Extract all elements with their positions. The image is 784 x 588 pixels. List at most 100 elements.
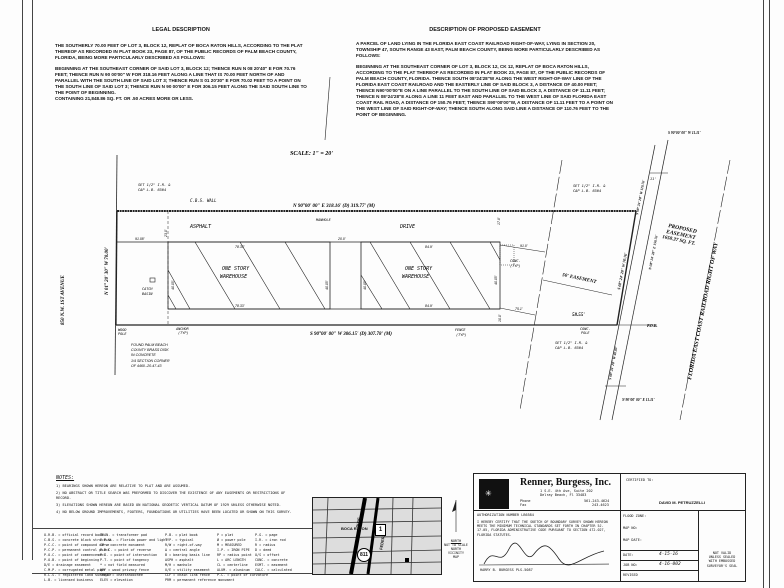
legend-entry: CHATT = chattahoochee	[100, 573, 143, 577]
legend-entry: ELEV = elevation	[100, 578, 133, 582]
conc-pole-label: CONC.	[580, 327, 591, 331]
manhole-label: MANHOLE	[315, 218, 332, 222]
dimension: 11'	[650, 177, 656, 181]
frame-line	[22, 0, 23, 560]
legend-entry: L = ARC LENGTH	[217, 558, 246, 562]
catch-basin-label: CATCH	[142, 287, 153, 291]
legend-entry: I.R. = iron rod	[255, 538, 286, 542]
svg-text:40.05': 40.05'	[171, 280, 175, 290]
surveyor-signature	[479, 542, 609, 566]
legend-entry: B = bearing basis line	[165, 553, 210, 557]
legend-entry: P.C. = point of curvature	[217, 573, 269, 577]
easement-description-para: A PARCEL OF LAND LYING IN THE FLORIDA EA…	[356, 41, 601, 58]
phone: 561-243-4624	[584, 499, 610, 503]
flood-zone-label: FLOOD ZONE:	[623, 514, 647, 518]
easement-50-line	[519, 159, 563, 411]
phone-label: Phone	[520, 499, 531, 503]
legend-entry: M = MEASURED	[217, 543, 242, 547]
legend-entry: CLF = chain link fence	[165, 573, 210, 577]
anchor-label: (TYP)	[178, 331, 189, 335]
legend-entry: CL = centerline	[217, 563, 248, 567]
warehouse-2	[360, 241, 501, 310]
legend-entry: Ø = power pole	[217, 538, 246, 542]
svg-text:40.05': 40.05'	[325, 280, 329, 290]
svg-text:78.33': 78.33'	[235, 245, 245, 249]
dimensions: 91.08' 78.33' 78.33' 20.0' 84.9' 84.9' 9…	[135, 217, 585, 322]
north-label: NORTH	[450, 539, 462, 543]
legend-entry: P.O.C. = point of commencement	[44, 553, 106, 557]
west-boundary	[115, 210, 118, 326]
survey-drawing: ASPHALT DRIVE ONE STORY WAREHOUSE ONE ST…	[61, 76, 731, 421]
map-no-label: MAP NO:	[623, 526, 638, 530]
west-bearing: N 01° 20' 30" W 70.00'	[105, 246, 110, 296]
authorization-number: AUTHORIZATION NUMBER LB6584	[477, 513, 534, 517]
legend-entry: O.R.B. = official record book	[44, 533, 104, 537]
note-item: 4) NO BELOW GROUND IMPROVEMENTS, FOOTERS…	[56, 510, 292, 514]
legend-entry: * = not field measured	[100, 563, 145, 567]
legend-entry: Δ = central angle	[165, 548, 200, 552]
svg-text:FOUND PALM BEACH: FOUND PALM BEACH	[131, 343, 168, 347]
legend-entry: C.B.S. = concrete block structure	[44, 538, 112, 542]
us-1-shield: 1	[375, 524, 386, 536]
fax: 243-4623	[592, 503, 609, 507]
legend-entry: P.C.P. = permanent control point	[44, 548, 110, 552]
svg-text:84.9': 84.9'	[425, 245, 433, 249]
railroad-label: FLORIDA EAST COAST RAILROAD RIGHT OF WAY	[687, 241, 720, 381]
note-item: 2) NO ABSTRACT OR TITLE SEARCH WAS PREFO…	[56, 491, 286, 500]
iron-rod-label: CAP L.B. 6504	[573, 189, 601, 193]
star-icon: ✳	[485, 489, 492, 498]
job-no-value: 4-16-002	[659, 562, 681, 567]
legal-description: LEGAL DESCRIPTION THE SOUTHERLY 70.00 FE…	[55, 27, 307, 102]
north-arrow: NORTH NOT TO SCALE NORTH VICINITY MAP	[443, 498, 469, 572]
note-item: 1) BEARINGS SHOWN HEREON ARE RELATIVE TO…	[56, 484, 191, 488]
legal-description-para: BEGINNING AT THE SOUTHEAST CORNER OF SAI…	[55, 66, 307, 95]
legal-description-area: CONTAINING 21,848.86 SQ. FT. OR .50 ACRE…	[55, 96, 194, 101]
legend-entry: D/E = drainage easement	[44, 563, 91, 567]
iron-rod-label: SET 1/2" I.R. &	[573, 184, 606, 188]
legend-entry: P.G. = page	[255, 533, 278, 537]
conc-label: (TYP)	[510, 264, 521, 268]
route-811-shield: 811	[357, 548, 371, 562]
legend-entry: P.C.C. = point of compound curve	[44, 543, 110, 547]
certified-to-label: CERTIFIED TO:	[626, 478, 654, 482]
legend-entry: CALC. = calculated	[255, 568, 292, 572]
catch-basin-label: BASIN	[142, 292, 153, 296]
legend-entry: P.R.C. = point of reverse	[100, 548, 152, 552]
note-item: 3) ELEVATIONS SHOWN HEREON ARE BASED ON …	[56, 503, 282, 507]
legend-entry: ASPH = asphalt	[165, 558, 194, 562]
svg-text:78.33': 78.33'	[235, 304, 245, 308]
divider	[32, 573, 312, 574]
svg-text:91.08': 91.08'	[135, 237, 145, 241]
legend-entry: CM = concrete monument	[100, 543, 145, 547]
map-caption: VICINITY	[448, 551, 464, 555]
pob-label: P.O.B.	[647, 323, 657, 328]
legend-entry: R = radius	[255, 543, 276, 547]
south-bearing: S 90°00' 00" W 306.15' (D) 307.78' (M)	[310, 332, 392, 337]
catch-basin-symbol	[149, 277, 156, 283]
legend-entry: P.B. = plat book	[165, 533, 198, 537]
svg-text:40.05': 40.05'	[363, 280, 367, 290]
proposed-easement-label: PROPOSED	[668, 223, 698, 235]
warehouse-1	[167, 241, 331, 310]
wood-pole-label: POLE	[118, 332, 127, 336]
north-arrow-icon	[452, 500, 457, 532]
easement-dim	[542, 279, 613, 296]
divider	[32, 528, 312, 529]
certification-text: I HEREBY CERTIFY THAT THE SKETCH OF BOUN…	[477, 520, 608, 537]
iron-rod-label: CAP L.B. 6504	[138, 188, 166, 192]
company-name: Renner, Burgess, Inc.	[520, 477, 612, 488]
easement-west-bearing: S 08° 24' 28" W 110.76'	[635, 180, 646, 216]
svg-text:IN CONCRETE: IN CONCRETE	[131, 353, 156, 357]
legend-entry: ESMT. = easement	[255, 563, 288, 567]
legend-entry: O/S = offset	[255, 553, 280, 557]
legend-entry: TRAN. = transformer pad	[100, 533, 147, 537]
date-label: DATE:	[623, 553, 634, 557]
building-label: ONE STORY	[222, 266, 250, 272]
frame-line	[763, 0, 764, 588]
